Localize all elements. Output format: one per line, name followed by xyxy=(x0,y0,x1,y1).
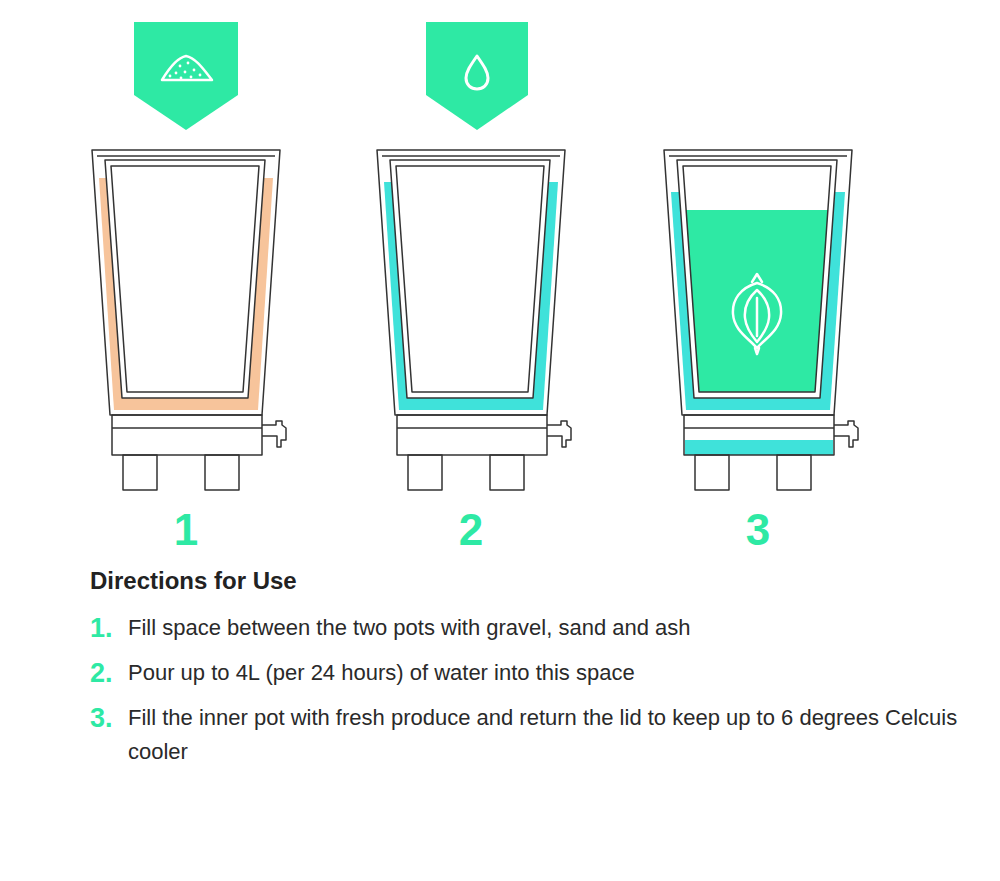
pot-step-2 xyxy=(377,150,571,490)
water-banner xyxy=(426,22,528,130)
list-number: 2. xyxy=(90,656,113,690)
list-number: 3. xyxy=(90,701,113,735)
step-number: 2 xyxy=(441,505,501,555)
onion-icon xyxy=(733,274,781,354)
instruction-text: Pour up to 4L (per 24 hours) of water in… xyxy=(128,656,968,690)
list-number: 1. xyxy=(90,611,113,645)
step-number: 3 xyxy=(728,505,788,555)
sand-banner xyxy=(134,22,238,130)
section-heading: Directions for Use xyxy=(90,566,297,596)
instruction-text: Fill space between the two pots with gra… xyxy=(128,611,968,645)
pot-step-1 xyxy=(92,150,286,490)
step-number: 1 xyxy=(156,505,216,555)
pot-step-3 xyxy=(664,150,858,490)
instruction-text: Fill the inner pot with fresh produce an… xyxy=(128,701,968,769)
